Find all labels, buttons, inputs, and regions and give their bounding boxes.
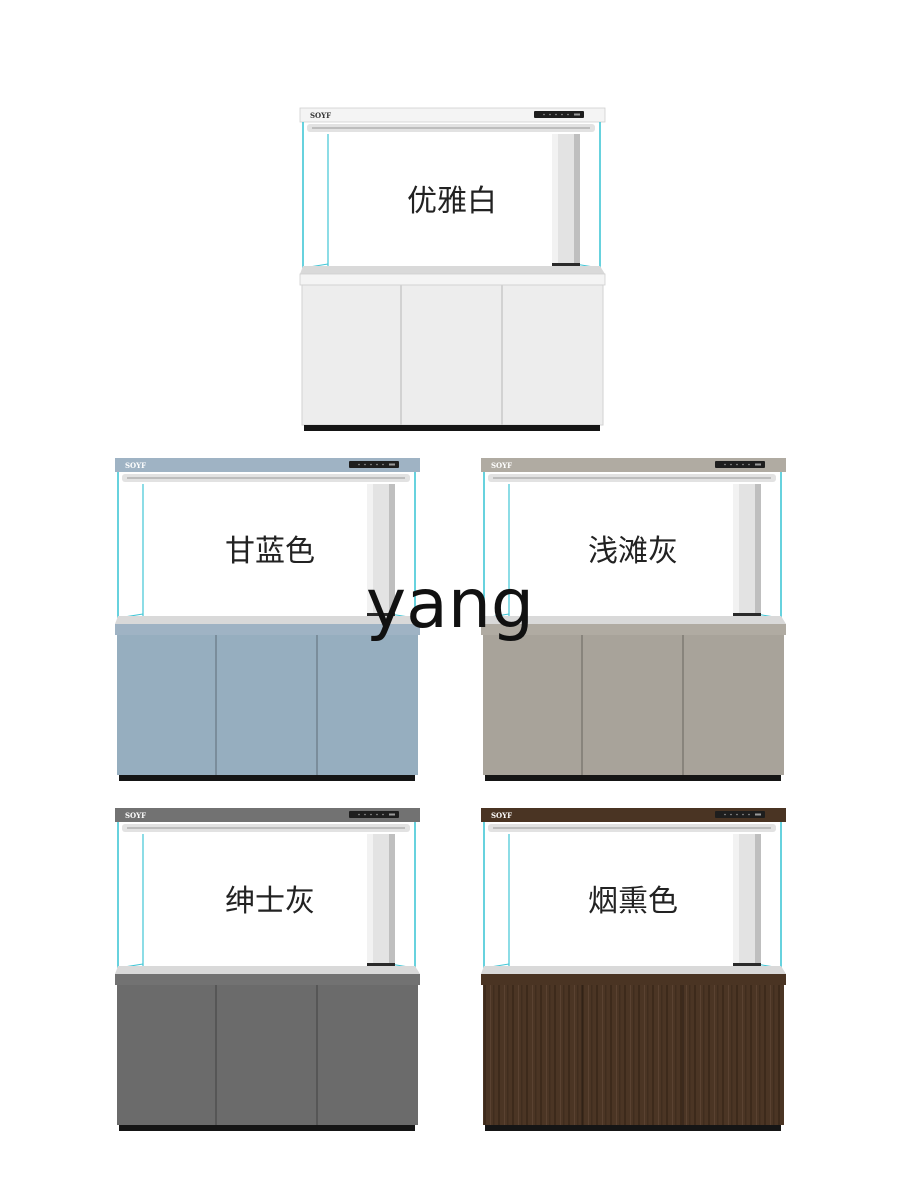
cabinet-plinth: [485, 1125, 781, 1131]
tank-hood: [299, 107, 606, 123]
control-panel: [534, 111, 584, 118]
cabinet-top: [299, 273, 606, 286]
brand-logo: SOYF: [125, 461, 146, 470]
aquarium-kale-blue: SOYF 甘蓝色: [115, 458, 420, 782]
color-label: 绅士灰: [225, 884, 315, 919]
control-panel: [715, 461, 765, 468]
tank-floor: [300, 266, 605, 274]
brand-logo: SOYF: [310, 111, 331, 120]
tank-hood: [481, 458, 786, 472]
tank-floor: [481, 616, 786, 624]
color-label: 甘蓝色: [225, 534, 315, 569]
color-label: 浅滩灰: [588, 534, 678, 569]
aquarium-smoked: SOYF 烟熏色: [481, 808, 786, 1132]
tank-floor: [115, 616, 420, 624]
brand-logo: SOYF: [125, 811, 146, 820]
cabinet-body: [483, 985, 784, 1125]
cabinet-body: [117, 635, 418, 775]
watermark-text: yang: [365, 565, 535, 644]
tank-floor: [115, 966, 420, 974]
cabinet-top: [481, 624, 786, 635]
cabinet-body: [483, 635, 784, 775]
cabinet-top: [115, 624, 420, 635]
cabinet-top: [115, 974, 420, 985]
control-panel: [715, 811, 765, 818]
tank-hood: [481, 808, 786, 822]
control-panel: [349, 811, 399, 818]
cabinet-top: [481, 974, 786, 985]
brand-logo: SOYF: [491, 461, 512, 470]
color-label: 烟熏色: [588, 884, 678, 919]
cabinet-body: [302, 285, 603, 425]
aquarium-gentleman-grey: SOYF 绅士灰: [115, 808, 420, 1132]
tank-hood: [115, 808, 420, 822]
aquarium-shoal-grey: SOYF 浅滩灰: [481, 458, 786, 782]
brand-logo: SOYF: [491, 811, 512, 820]
cabinet-body: [117, 985, 418, 1125]
cabinet-plinth: [119, 1125, 415, 1131]
tank-floor: [481, 966, 786, 974]
cabinet-plinth: [119, 775, 415, 781]
cabinet-plinth: [304, 425, 600, 431]
cabinet-plinth: [485, 775, 781, 781]
tank-hood: [115, 458, 420, 472]
control-panel: [349, 461, 399, 468]
aquarium-white: SOYF 优雅白: [299, 107, 606, 432]
color-label: 优雅白: [407, 184, 497, 219]
